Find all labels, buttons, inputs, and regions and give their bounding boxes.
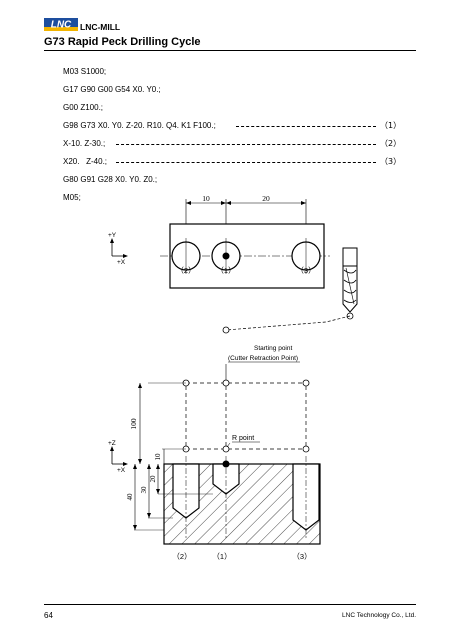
z-zero-marker xyxy=(222,460,230,468)
footer-company: LNC Technology Co., Ltd. xyxy=(342,612,416,619)
side-hole-label-1: （1） xyxy=(212,552,231,561)
page-title: G73 Rapid Peck Drilling Cycle xyxy=(44,36,201,48)
program-ref-3: （3） xyxy=(380,157,402,166)
top-view: 10 20 （2） （1） （3） +Y +X xyxy=(108,194,330,289)
footer-divider xyxy=(44,604,416,605)
top-hole-label-2: （2） xyxy=(176,266,195,275)
program-line-6: X20. Z-40.; xyxy=(63,157,108,166)
axis-label-x-side: +X xyxy=(117,467,126,474)
dim-40-label: 40 xyxy=(126,493,134,501)
side-hole-label-3: （3） xyxy=(292,552,311,561)
dim-10-side-label: 10 xyxy=(154,453,162,461)
side-view: Starting point (Cutter Retraction Point)… xyxy=(108,345,321,561)
header-divider xyxy=(44,50,416,51)
r-point-marker xyxy=(222,445,230,453)
hole-1-section xyxy=(212,463,240,495)
program-line-3: G00 Z100.; xyxy=(63,103,104,112)
r-point-label: R point xyxy=(232,435,254,442)
top-hole-label-3: （3） xyxy=(296,266,315,275)
page-number: 64 xyxy=(44,611,53,620)
starting-point-note: (Cutter Retraction Point) xyxy=(228,355,298,362)
axis-label-z: +Z xyxy=(108,440,116,447)
axis-label-y: +Y xyxy=(108,232,117,239)
axis-label-x-top: +X xyxy=(117,259,126,266)
start-path-point xyxy=(222,326,230,334)
dim-10-label: 10 xyxy=(202,194,210,203)
starting-point-label: Starting point xyxy=(254,345,292,352)
leader-line-4 xyxy=(236,126,376,127)
dim-100-label: 100 xyxy=(129,418,138,430)
program-ref-2: （2） xyxy=(380,139,402,148)
dim-30-label: 30 xyxy=(140,486,148,494)
program-line-7: G80 G91 G28 X0. Y0. Z0.; xyxy=(63,175,158,184)
program-line-8: M05; xyxy=(63,193,81,202)
side-hole-label-2: （2） xyxy=(172,552,191,561)
program-line-2: G17 G90 G00 G54 X0. Y0.; xyxy=(63,85,161,94)
dim-20-label: 20 xyxy=(149,475,157,483)
lnc-logo: LNC xyxy=(44,18,78,31)
leader-line-5 xyxy=(116,144,376,145)
program-line-4: G98 G73 X0. Y0. Z-20. R10. Q4. K1 F100.; xyxy=(63,121,216,130)
dim-20-label: 20 xyxy=(262,194,270,203)
leader-line-6 xyxy=(116,162,376,163)
top-hole-label-1: （1） xyxy=(216,266,235,275)
program-ref-1: （1） xyxy=(380,121,402,130)
program-line-5: X-10. Z-30.; xyxy=(63,139,106,148)
starting-point-marker xyxy=(222,379,230,387)
drill-bit-icon xyxy=(342,247,358,320)
hole-2-section xyxy=(172,463,200,519)
logo-text: LNC xyxy=(51,20,72,31)
program-line-1: M03 S1000; xyxy=(63,67,107,76)
product-name: LNC-MILL xyxy=(80,22,121,32)
rapid-path-to-start xyxy=(225,315,351,331)
